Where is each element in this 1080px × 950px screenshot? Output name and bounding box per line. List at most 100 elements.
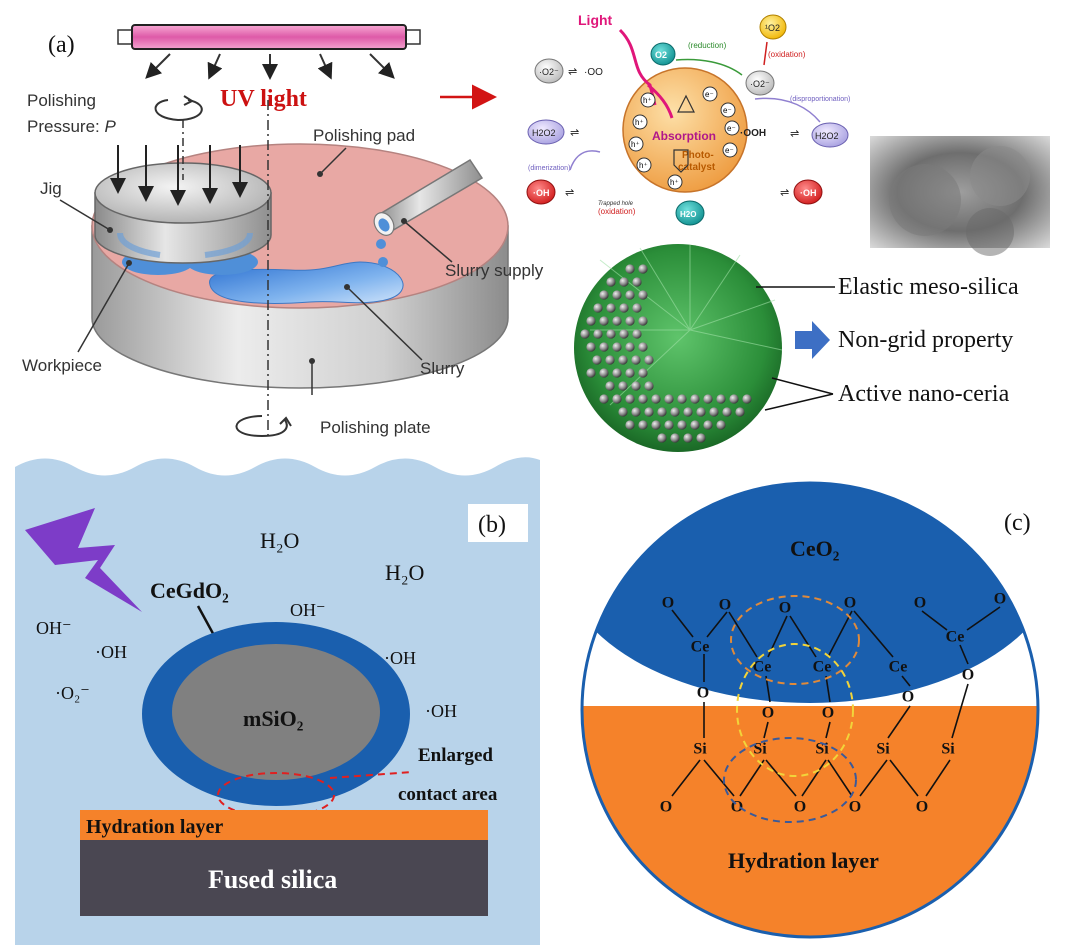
ceria-dot xyxy=(619,329,629,339)
ceria-dot xyxy=(638,342,648,352)
reduction-arrow xyxy=(675,58,743,76)
sem-particle-3 xyxy=(966,208,1014,256)
slurry-supply-leader xyxy=(404,221,453,263)
ceria-dot xyxy=(580,329,590,339)
absorption-label: Absorption xyxy=(652,129,716,143)
ceria-dot xyxy=(709,407,719,417)
atom-label: O xyxy=(994,591,1006,608)
atom-label: O xyxy=(794,799,806,816)
hole-text-3: h⁺ xyxy=(631,140,640,149)
o2-text: O2 xyxy=(655,50,667,60)
ceria-dot xyxy=(683,407,693,417)
ceria-dot xyxy=(606,303,616,313)
ceria-dot xyxy=(618,355,628,365)
disproportionation-arrow xyxy=(754,97,821,123)
ceo2-label: CeO₂ xyxy=(790,536,840,561)
bond-line xyxy=(825,675,831,703)
h2o2-left-text: H2O2 xyxy=(532,128,556,138)
ceria-dot xyxy=(638,394,648,404)
polishing-pressure-line1: Polishing xyxy=(27,91,96,110)
bond-line xyxy=(966,606,1001,631)
excitation-arrow-up xyxy=(677,94,695,113)
panel-a-label: (a) xyxy=(48,32,75,58)
ceria-dot xyxy=(625,264,635,274)
jig xyxy=(94,162,272,264)
panel-b-label-box xyxy=(468,504,528,542)
uv-emission-arrows xyxy=(145,53,395,80)
msio2-label: mSiO₂ xyxy=(243,706,304,731)
bond-line xyxy=(801,759,827,797)
hydration-layer-b xyxy=(80,810,488,840)
ceria-dot xyxy=(664,394,674,404)
polishing-plate-label: Polishing plate xyxy=(320,418,431,437)
contact-area-label: contact area xyxy=(398,784,498,805)
ceria-dot xyxy=(703,420,713,430)
polishing-plate-leader-dot xyxy=(309,358,315,364)
ceria-dot xyxy=(625,368,635,378)
ceria-dot xyxy=(612,316,622,326)
ceria-dot xyxy=(735,407,745,417)
atom-label: O xyxy=(697,685,709,702)
uv-lamp xyxy=(117,24,421,50)
bond-line xyxy=(706,611,728,638)
ceria-dot xyxy=(644,407,654,417)
rotation-arrow-bottom xyxy=(235,415,288,438)
h2o2-right-text: H2O2 xyxy=(815,131,839,141)
polishing-pad-leader-dot xyxy=(317,171,323,177)
ceria-dot xyxy=(722,407,732,417)
ceria-dot xyxy=(644,355,654,365)
slurry-supply-leader-dot xyxy=(401,218,407,224)
electrons: e⁻ e⁻ e⁻ e⁻ xyxy=(702,86,740,158)
atom-label: Ce xyxy=(691,639,710,656)
uv-light-label: UV light xyxy=(220,86,307,112)
ceria-dot xyxy=(664,420,674,430)
atom-label: Ce xyxy=(753,659,772,676)
ceria-dot xyxy=(716,420,726,430)
atom-label: O xyxy=(762,705,774,722)
atom-label: O xyxy=(962,667,974,684)
ceria-leader-2 xyxy=(764,393,834,411)
ceo2-region xyxy=(582,483,1038,703)
bond-line xyxy=(671,609,694,638)
jig-leader-dot xyxy=(107,227,113,233)
ceria-dot xyxy=(599,290,609,300)
trapped-hole-label: Trapped hole xyxy=(598,201,634,207)
non-grid-label: Non-grid property xyxy=(838,327,1013,353)
ceria-dot xyxy=(592,355,602,365)
panel-b-label: (b) xyxy=(478,512,506,538)
atom-label: Si xyxy=(876,741,890,758)
h2o2-right-chip xyxy=(811,122,849,148)
blue-arrow-icon xyxy=(795,321,830,359)
bond-line xyxy=(921,610,948,631)
light-label: Light xyxy=(578,12,613,28)
h2o-label-2: H₂O xyxy=(385,560,424,585)
fused-silica-block xyxy=(80,840,488,916)
chemical-bonds xyxy=(671,606,1001,797)
hole-text-4: h⁺ xyxy=(639,161,648,170)
ceria-dot xyxy=(677,394,687,404)
elastic-meso-silica-label: Elastic meso-silica xyxy=(838,274,1019,300)
photo-label: Photo- xyxy=(682,150,714,161)
bond-line xyxy=(887,705,911,739)
slurry-supply-label: Slurry supply xyxy=(445,261,544,280)
ceria-dot xyxy=(625,342,635,352)
polishing-pad-label: Polishing pad xyxy=(313,126,415,145)
atom-label: O xyxy=(822,705,834,722)
ceria-dot xyxy=(612,368,622,378)
equil-3: ⇌ xyxy=(570,127,579,139)
sem-particle-2 xyxy=(970,146,1030,206)
msio2-core xyxy=(172,644,380,780)
ceria-dot xyxy=(644,381,654,391)
bond-line xyxy=(925,759,951,797)
ceria-dot xyxy=(632,303,642,313)
oh-right-chip xyxy=(793,179,823,205)
ceria-dot xyxy=(586,316,596,326)
superoxide-right-text: ·O2⁻ xyxy=(750,79,770,89)
electron-text-2: e⁻ xyxy=(723,106,732,115)
oh-minus-2: OH⁻ xyxy=(36,618,72,638)
ceria-dot xyxy=(657,407,667,417)
ceria-dot xyxy=(638,420,648,430)
ceria-dot xyxy=(586,368,596,378)
